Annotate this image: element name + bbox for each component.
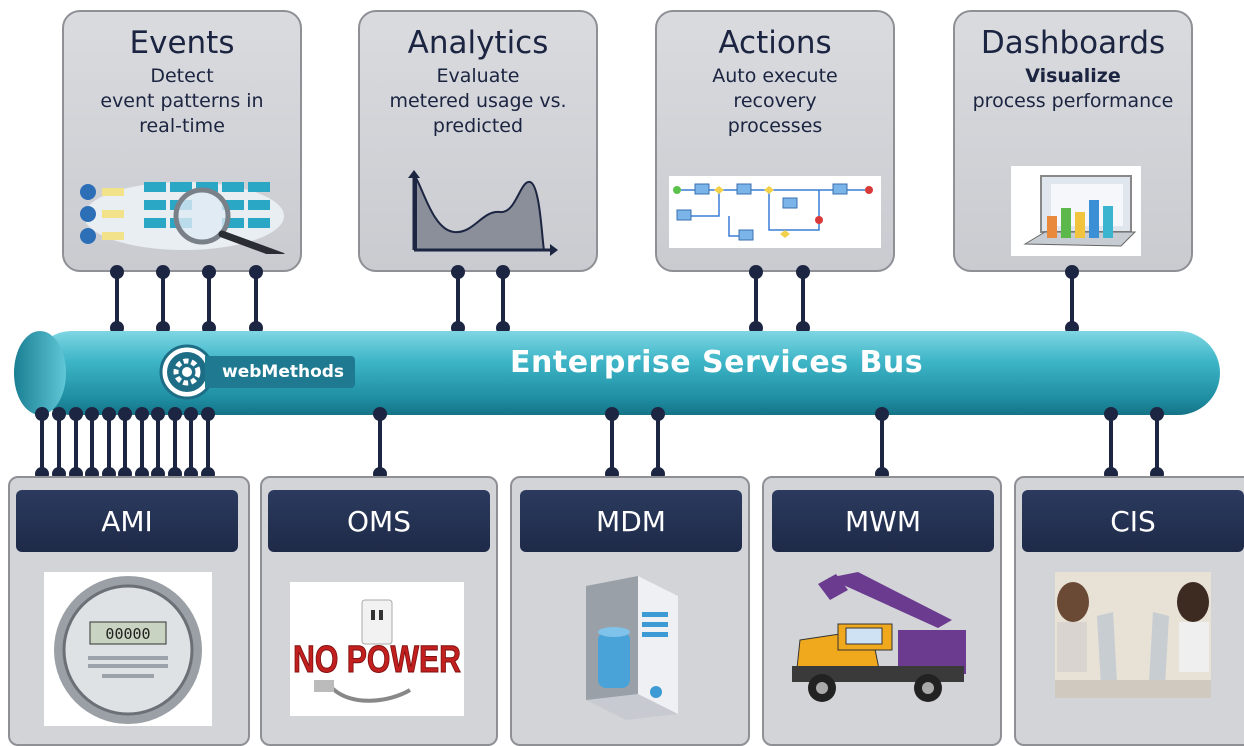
bucket-truck-image [788, 570, 972, 720]
dashboards-panel: Dashboards Visualize process performance [953, 10, 1193, 272]
usage-curve-icon [408, 170, 558, 256]
dashboards-title: Dashboards [980, 25, 1166, 61]
analytics-panel: Analytics Evaluate metered usage vs. pre… [358, 10, 598, 272]
cis-label: CIS [1022, 490, 1244, 552]
mdm-label: MDM [520, 490, 742, 552]
no-power-image: NO POWER [290, 582, 464, 716]
call-center-image [1055, 572, 1211, 698]
enterprise-service-bus [14, 331, 1220, 415]
bus-label: Enterprise Services Bus [510, 345, 924, 380]
analytics-title: Analytics [407, 25, 549, 61]
events-description: Detect event patterns in real-time [100, 65, 264, 137]
ami-label: AMI [16, 490, 238, 552]
dashboards-description: Visualize process performance [972, 65, 1174, 112]
process-flow-icon [669, 176, 881, 248]
events-title: Events [129, 25, 235, 61]
webmethods-gear-icon [159, 344, 217, 400]
smart-meter-image: 00000 [44, 572, 212, 726]
actions-title: Actions [718, 25, 832, 61]
webmethods-badge [205, 356, 355, 388]
oms-label: OMS [268, 490, 490, 552]
actions-description: Auto execute recovery processes [712, 65, 838, 137]
analytics-description: Evaluate metered usage vs. predicted [389, 65, 567, 137]
event-pattern-icon [80, 182, 285, 254]
webmethods-label: webMethods [222, 362, 345, 382]
no-power-sign-text: NO POWER [293, 639, 461, 681]
meter-readout: 00000 [105, 625, 150, 643]
mwm-label: MWM [772, 490, 994, 552]
laptop-chart-icon [1011, 166, 1141, 256]
events-panel: Events Detect event patterns in real-tim… [62, 10, 302, 272]
actions-panel: Actions Auto execute recovery processes [655, 10, 895, 272]
server-image [578, 572, 686, 722]
